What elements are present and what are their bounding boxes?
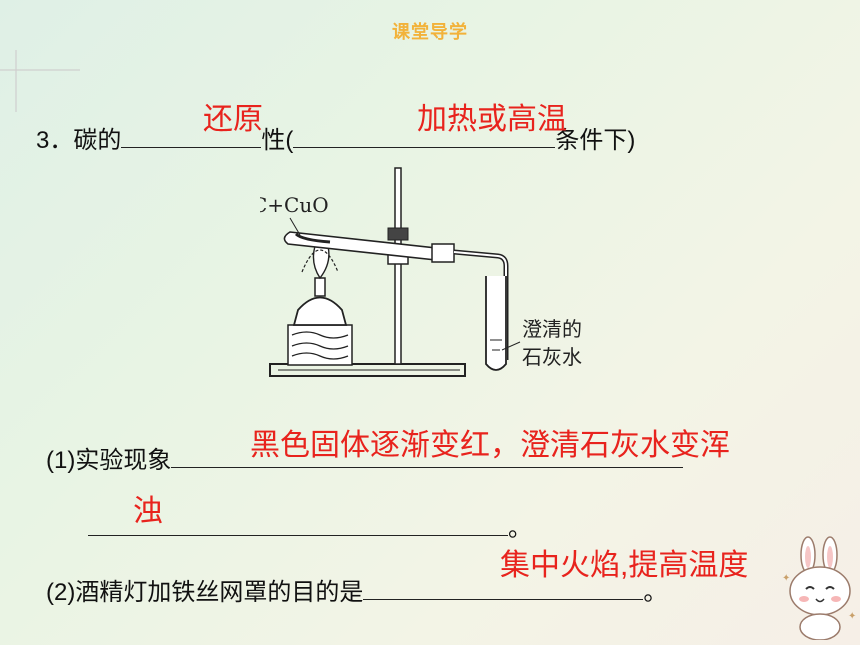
alcohol-lamp xyxy=(292,296,348,326)
answer-reduction: 还原 xyxy=(203,103,263,136)
blank-1 xyxy=(121,125,262,148)
sub1-end-mark: 。 xyxy=(508,515,532,542)
tube-label: C+CuO xyxy=(260,193,329,217)
beaker-label-line1: 澄清的 xyxy=(522,317,582,341)
sub2-end-mark: 。 xyxy=(643,579,668,606)
sub1-continuation: 。 xyxy=(88,508,532,543)
svg-text:✦: ✦ xyxy=(848,611,856,622)
wooden-block xyxy=(287,324,353,366)
question3-mid: 性( xyxy=(261,127,294,154)
answer-condition: 加热或高温 xyxy=(417,103,567,136)
corner-decoration xyxy=(0,50,80,112)
blank-5 xyxy=(363,577,644,600)
experiment-apparatus: C+CuO 澄清的 石灰水 xyxy=(260,167,582,377)
question3-line: 3．碳的 性( 条件下) xyxy=(36,120,635,155)
sub2-line: (2)酒精灯加铁丝网罩的目的是 。 xyxy=(46,572,667,607)
clamp xyxy=(387,227,409,241)
answer-phenomenon-line2: 浊 xyxy=(133,495,163,528)
stand-rod xyxy=(394,167,402,365)
question3-suffix: 条件下) xyxy=(555,127,636,154)
blank-2 xyxy=(293,125,556,148)
beaker-label-line2: 石灰水 xyxy=(522,345,582,369)
svg-text:✦: ✦ xyxy=(782,573,790,584)
bunny-mascot-icon: ✦ ✦ xyxy=(782,536,856,640)
blank-3 xyxy=(171,445,684,468)
page-header-title: 课堂导学 xyxy=(392,22,468,42)
answer-purpose: 集中火焰,提高温度 xyxy=(500,549,749,582)
stand-base xyxy=(269,363,466,377)
answer-phenomenon-line1: 黑色固体逐渐变红，澄清石灰水变浑 xyxy=(250,429,730,462)
test-tube xyxy=(283,231,455,263)
blank-4 xyxy=(88,513,508,536)
sub1-line: (1)实验现象 xyxy=(46,440,684,475)
sub2-label: (2)酒精灯加铁丝网罩的目的是 xyxy=(46,579,364,606)
sub1-label: (1)实验现象 xyxy=(46,447,172,474)
receiving-tube xyxy=(485,276,507,371)
question3-prefix: 3．碳的 xyxy=(36,127,122,154)
